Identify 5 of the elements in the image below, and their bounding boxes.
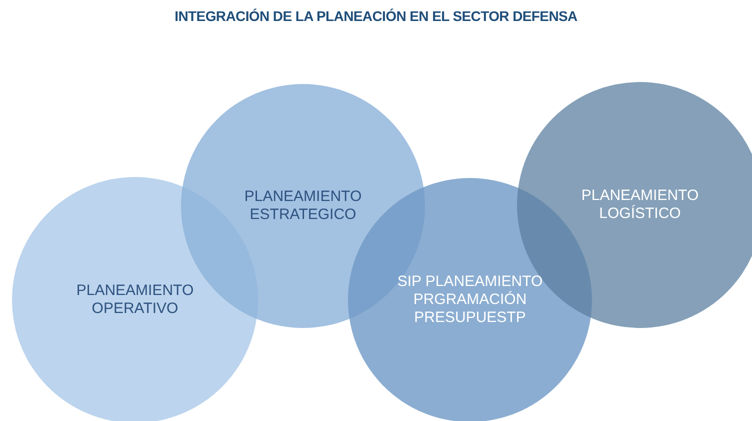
- circle-label: SIP PLANEAMIENTO PRGRAMACIÓN PRESUPUESTP: [396, 273, 544, 327]
- circle-label: PLANEAMIENTO LOGÍSTICO: [580, 187, 700, 223]
- diagram-title: INTEGRACIÓN DE LA PLANEACIÓN EN EL SECTOR DEFENSA: [174, 8, 578, 24]
- circle-label: PLANEAMIENTO OPERATIVO: [75, 282, 195, 318]
- circle-label: PLANEAMIENTO ESTRATEGICO: [243, 188, 363, 224]
